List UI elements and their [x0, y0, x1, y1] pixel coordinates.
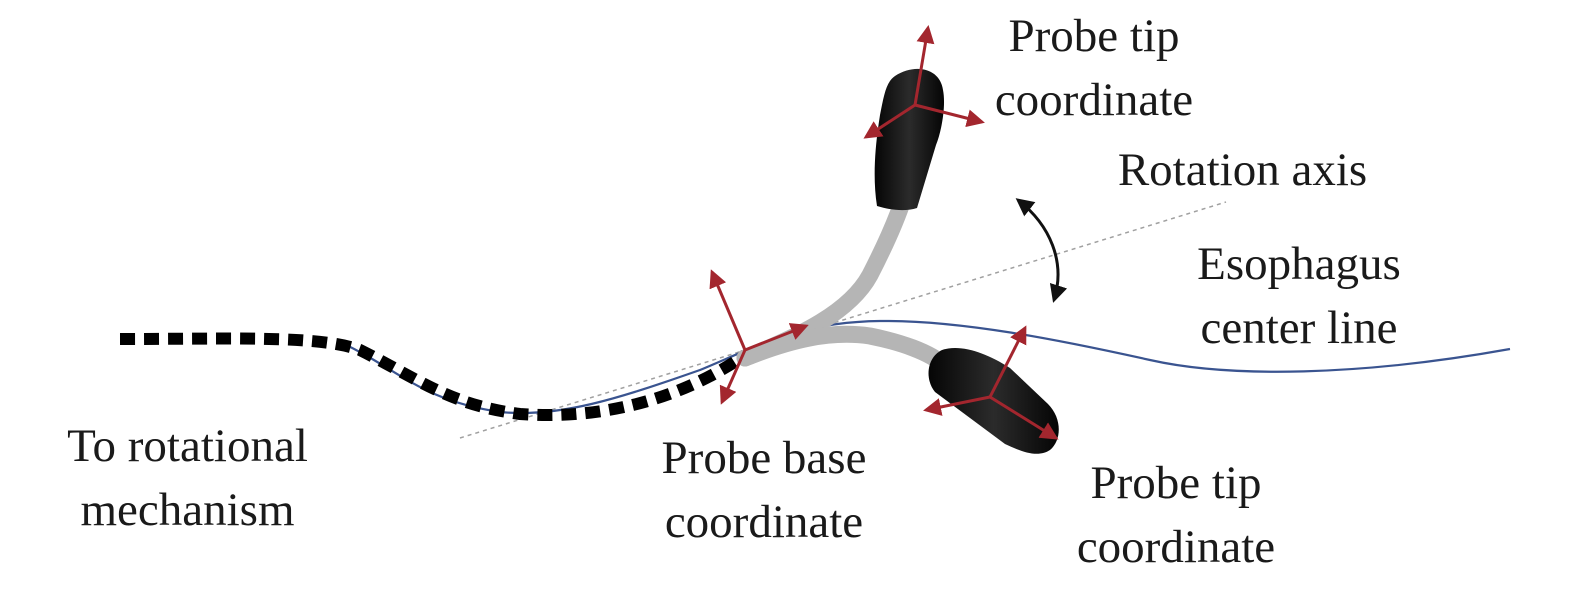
label-rotational-line2: mechanism — [80, 484, 295, 536]
label-rotational-line1: To rotational — [67, 420, 308, 472]
coordinate-frame-icon-tip-upper — [863, 25, 985, 139]
label-probe-tip-top-line2: coordinate — [994, 74, 1194, 126]
label-esophagus-line2: center line — [1200, 302, 1398, 354]
label-esophagus-line1: Esophagus — [1197, 238, 1401, 290]
rotation-icon — [1015, 198, 1068, 303]
label-to-rotational-mechanism: To rotational mechanism — [40, 414, 335, 542]
label-rotation-axis-line1: Rotation axis — [1117, 144, 1368, 196]
coordinate-frame-icon-tip-lower — [923, 325, 1059, 440]
rotation-axis-line — [459, 201, 1227, 439]
label-probe-tip-top-line1: Probe tip — [1008, 10, 1180, 62]
label-rotation-axis: Rotation axis — [1095, 138, 1390, 202]
tether-dashed-line — [119, 332, 749, 422]
probe-shaft-lower — [736, 325, 954, 375]
label-probe-base-line1: Probe base — [661, 432, 867, 484]
label-probe-tip-bottom-line2: coordinate — [1076, 521, 1276, 573]
label-probe-tip-top: Probe tip coordinate — [960, 4, 1228, 132]
label-probe-tip-bottom-line1: Probe tip — [1090, 457, 1262, 509]
label-esophagus-center-line: Esophagus center line — [1165, 232, 1433, 360]
label-probe-base: Probe base coordinate — [630, 426, 898, 554]
probe-tip-body-upper — [874, 68, 945, 211]
label-probe-tip-bottom: Probe tip coordinate — [1042, 451, 1310, 579]
label-probe-base-line2: coordinate — [664, 496, 864, 548]
coordinate-frame-icon-base — [709, 269, 809, 405]
